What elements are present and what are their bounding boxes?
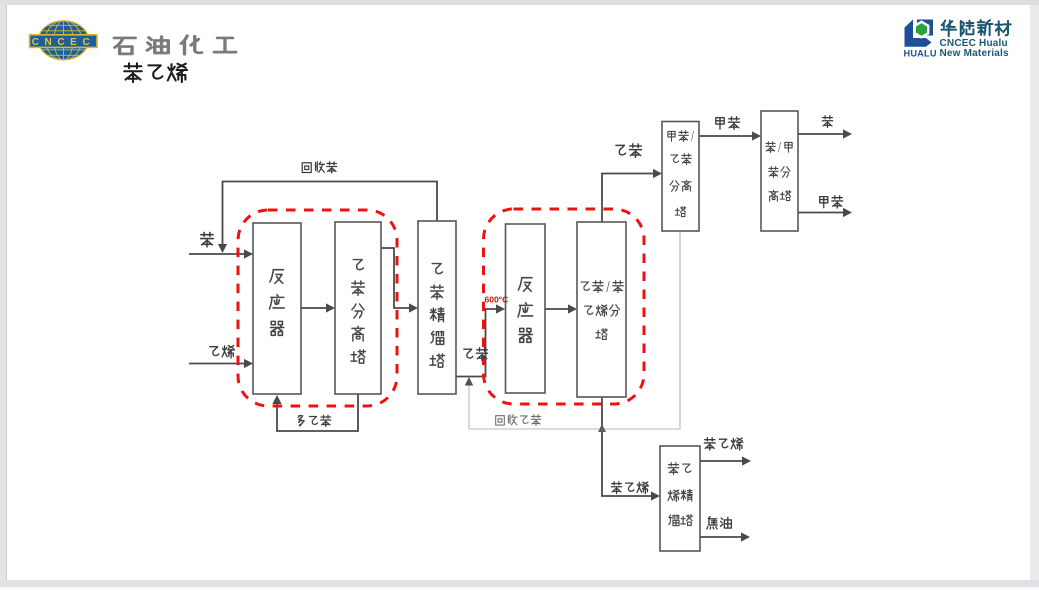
svg-text:600°C: 600°C <box>485 295 509 305</box>
svg-text:CNCEC: CNCEC <box>32 37 96 48</box>
svg-text:CNCEC Hualu: CNCEC Hualu <box>940 38 1008 49</box>
svg-text:New Materials: New Materials <box>940 48 1010 59</box>
svg-text:HUALU: HUALU <box>904 49 937 59</box>
